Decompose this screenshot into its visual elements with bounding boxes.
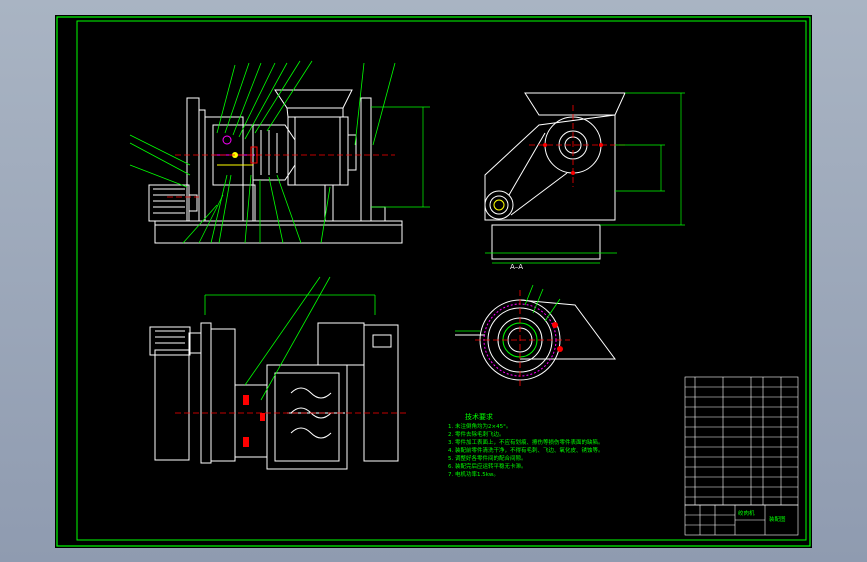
technical-requirements: 技术要求 1. 未注倒角均为2×45°。 2. 零件去除毛刺飞边。 3. 零件加… bbox=[448, 412, 604, 478]
section-label: A–A bbox=[510, 263, 523, 271]
side-view-accents bbox=[493, 105, 625, 211]
front-view-dimensions bbox=[371, 106, 430, 208]
front-view-leaders bbox=[129, 60, 396, 244]
side-view bbox=[484, 92, 626, 260]
title-block-code: 装配图 bbox=[769, 515, 786, 523]
tech-req-line: 3. 零件加工表面上，不应有划痕、擦伤等损伤零件表面的缺陷。 bbox=[448, 438, 604, 446]
front-view bbox=[148, 89, 403, 244]
tech-req-line: 4. 装配前零件清洗干净，不得有毛刺、飞边、氧化皮、锈蚀等。 bbox=[448, 446, 604, 454]
section-view-leaders bbox=[455, 284, 561, 332]
tech-req-line: 7. 电机功率1.5kw。 bbox=[448, 470, 499, 478]
top-view bbox=[149, 322, 399, 470]
title-block bbox=[684, 504, 799, 536]
side-view-dimensions bbox=[485, 92, 685, 264]
tech-req-line: 6. 装配完后应运转平稳无卡滞。 bbox=[448, 462, 527, 470]
top-view-accents bbox=[175, 395, 407, 447]
tech-req-title: 技术要求 bbox=[465, 412, 493, 421]
tech-req-line: 2. 零件去除毛刺飞边。 bbox=[448, 430, 505, 438]
inner-frame bbox=[76, 20, 807, 541]
parts-list bbox=[684, 376, 799, 506]
front-view-accents bbox=[167, 135, 395, 198]
tech-req-line: 5. 调整好各零件间的配合间隙。 bbox=[448, 454, 527, 462]
cad-drawing: A–A 技术要求 1. 未注倒角均为2×45°。 2. 零件去除毛刺飞边。 3.… bbox=[56, 16, 811, 547]
drawing-canvas: A–A 技术要求 1. 未注倒角均为2×45°。 2. 零件去除毛刺飞边。 3.… bbox=[55, 15, 812, 548]
top-view-leaders bbox=[204, 276, 376, 401]
outer-frame bbox=[56, 16, 811, 547]
section-view-accents bbox=[475, 290, 570, 387]
tech-req-line: 1. 未注倒角均为2×45°。 bbox=[448, 422, 511, 430]
title-block-name: 绞肉机 bbox=[738, 509, 755, 517]
